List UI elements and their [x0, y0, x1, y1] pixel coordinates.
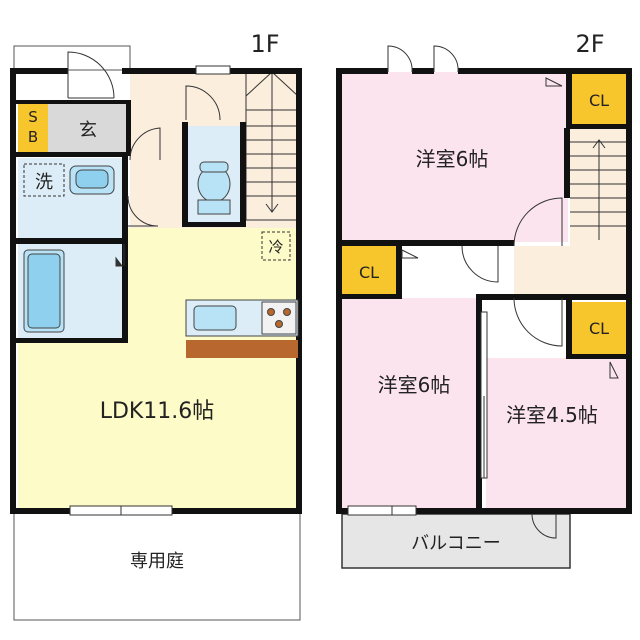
- balcony: [341, 513, 571, 569]
- bedroom-left-label: 洋室6帖: [378, 373, 451, 397]
- fixtures-1f: [23, 161, 299, 358]
- bedroom-left: [342, 298, 480, 508]
- walls-2f: [336, 68, 632, 514]
- bedroom-right-label: 洋室4.5帖: [506, 403, 598, 427]
- floor-2: 2F バルコニー: [336, 30, 632, 569]
- closet-top-label: CL: [589, 91, 609, 110]
- floor-1: 1F 専用庭: [10, 30, 302, 621]
- doors-2f: [387, 45, 619, 379]
- genkan-area: [48, 104, 128, 154]
- balcony-label: バルコニー: [411, 533, 501, 554]
- closet-left-label: CL: [359, 263, 379, 282]
- sb-label-b: B: [28, 128, 38, 146]
- bedroom-top: [342, 72, 568, 242]
- genkan-label: 玄: [79, 120, 97, 141]
- bedroom-right: [486, 358, 628, 508]
- floor-1-label: 1F: [250, 30, 279, 58]
- sb-label-s: S: [28, 108, 38, 126]
- washer-space: [23, 163, 65, 197]
- closet-right: [572, 302, 626, 354]
- stair-treads-2f: [570, 139, 628, 240]
- closet-left: [342, 246, 396, 298]
- entry-porch: [13, 45, 131, 71]
- private-garden: [13, 511, 301, 621]
- garden-label: 専用庭: [130, 551, 184, 572]
- stairs-1f: [245, 71, 299, 221]
- washer-label: 洗: [35, 172, 53, 193]
- window-bottom-2f: [347, 505, 417, 516]
- fridge-label: 冷: [268, 238, 283, 256]
- closet-right-label: CL: [589, 319, 609, 338]
- walls-1f: [10, 68, 302, 514]
- fridge-space: [261, 231, 291, 261]
- closet-top: [572, 74, 626, 126]
- floor-2-label: 2F: [575, 30, 604, 58]
- ldk-label: LDK11.6帖: [100, 399, 215, 424]
- bedroom-top-label: 洋室6帖: [416, 147, 489, 171]
- stove: [261, 301, 297, 335]
- doors-1f: [67, 51, 221, 267]
- hall-2f: [514, 246, 628, 298]
- shoe-box: [18, 104, 48, 154]
- window-top-1f: [195, 65, 231, 75]
